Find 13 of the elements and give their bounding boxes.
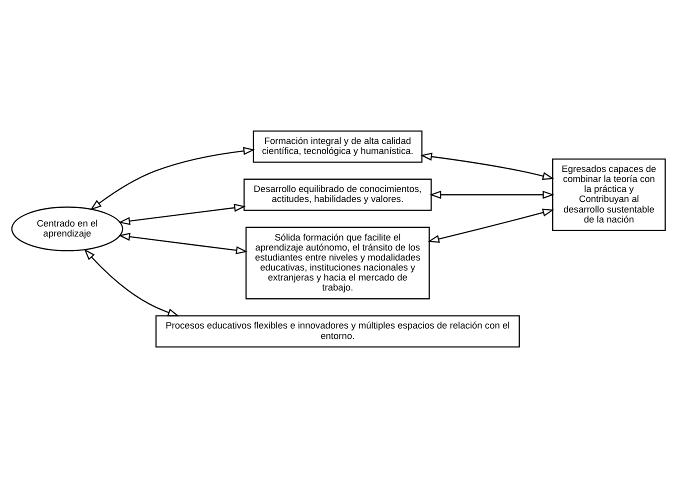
arrow (118, 204, 246, 226)
arrow (430, 190, 554, 199)
arrow (90, 146, 256, 210)
node-box: Desarrollo equilibrado de conocimientos, actitudes, habilidades y valores. (244, 178, 432, 211)
node-box: Sólida formación que facilite el aprendizaje autónomo, el tránsito de los estudiantes entre niveles y modalidades educativas, instituciones nacionales y extranjeras y hacia el mercado de trabajo. (245, 226, 430, 300)
node-box: Egresados capaces de combinar la teoría con la práctica y Contribuyan al desarrollo sustentable de la nación (552, 158, 666, 232)
node-box: Procesos educativos flexibles e innovadores y múltiples espacios de relación con el entorno. (155, 315, 520, 348)
node-box: Formación integral y de alta calidad científica, tecnológica y humanística. (252, 130, 422, 163)
arrow (420, 152, 554, 180)
arrow (84, 248, 180, 316)
arrow (428, 208, 554, 243)
node-ellipse: Centrado en el aprendizaje (11, 206, 124, 252)
arrow (118, 232, 248, 254)
